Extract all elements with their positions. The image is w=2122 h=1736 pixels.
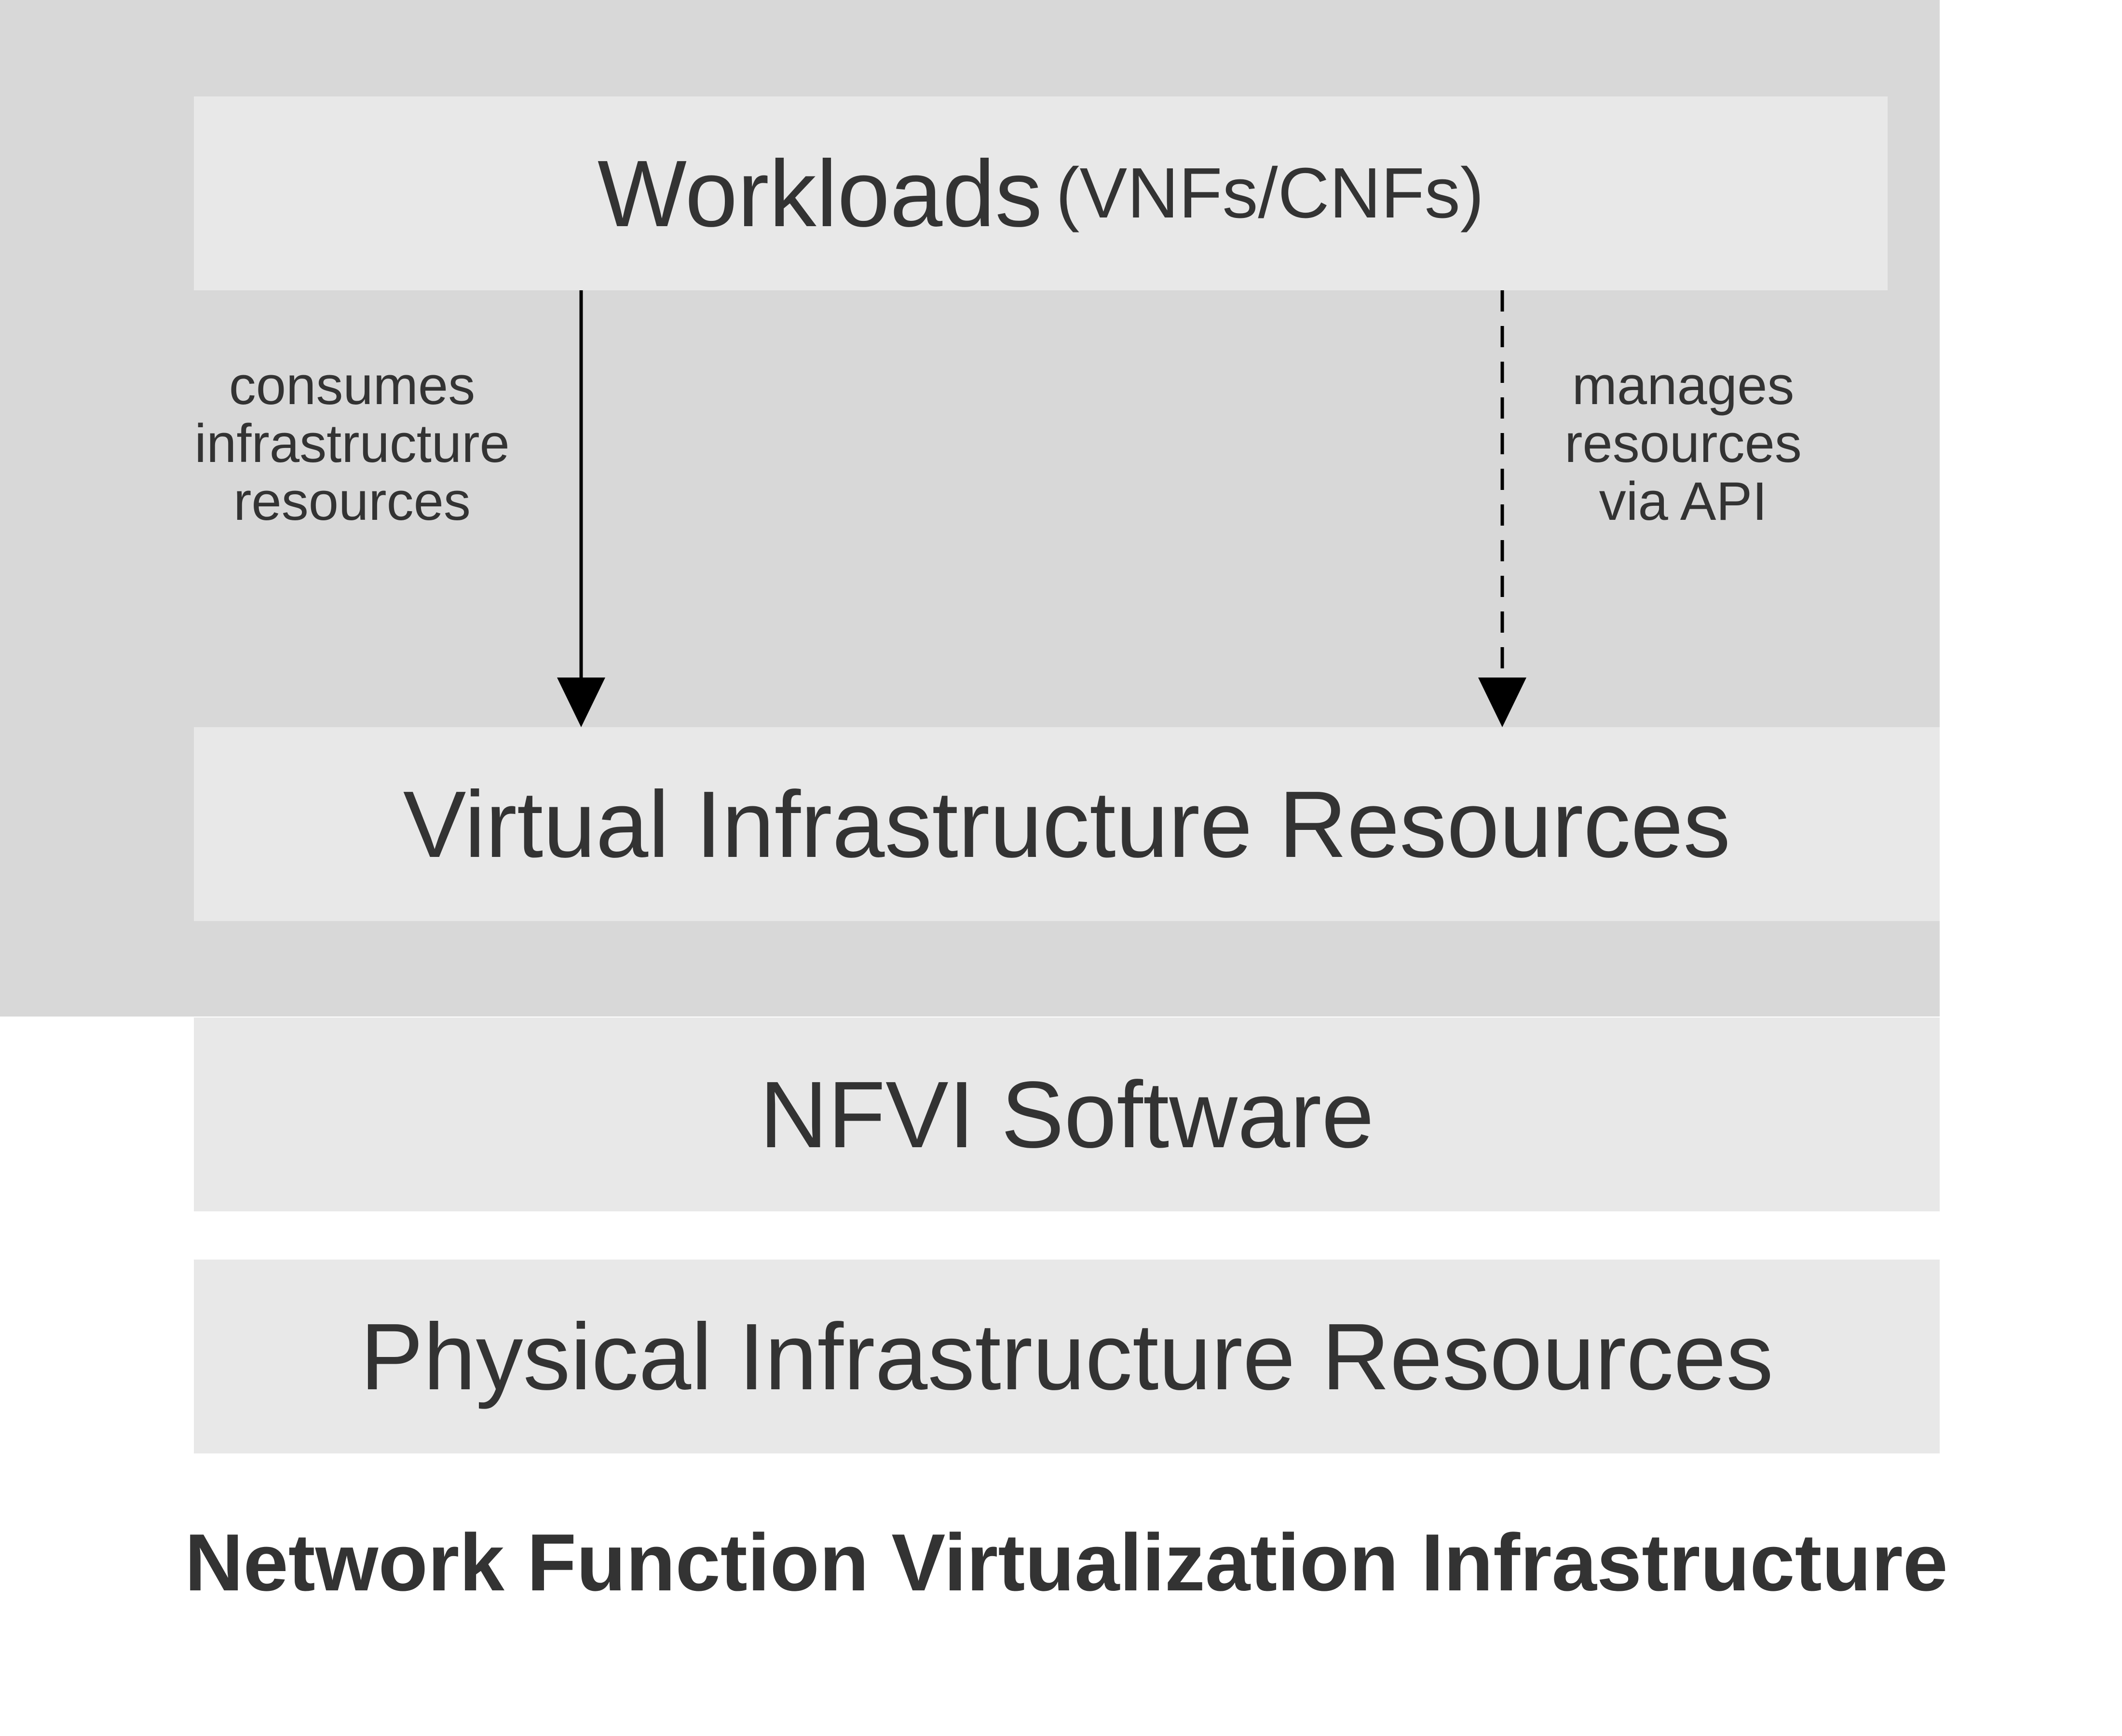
virtual-infrastructure-layer: Virtual Infrastructure Resources [194, 727, 1940, 921]
manages-arrowhead [1478, 678, 1526, 727]
nfvi-title: Network Function Virtualization Infrastr… [185, 1517, 1948, 1608]
manages-edge-label: manages resources via API [1564, 355, 1802, 531]
virtual-infrastructure-label: Virtual Infrastructure Resources [403, 771, 1731, 877]
physical-infrastructure-label: Physical Infrastructure Resources [360, 1303, 1774, 1410]
nfvi-software-label: NFVI Software [759, 1061, 1374, 1167]
consumes-arrowhead [557, 678, 605, 727]
physical-infrastructure-layer: Physical Infrastructure Resources [194, 1260, 1940, 1453]
workloads-title: Workloads [597, 140, 1043, 246]
workloads-subtitle: (VNFs/CNFs) [1056, 153, 1484, 233]
consumes-edge-label: consumes infrastructure resources [194, 355, 510, 531]
nfvi-software-layer: NFVI Software [194, 1017, 1940, 1211]
workloads-box: Workloads (VNFs/CNFs) [194, 96, 1888, 290]
